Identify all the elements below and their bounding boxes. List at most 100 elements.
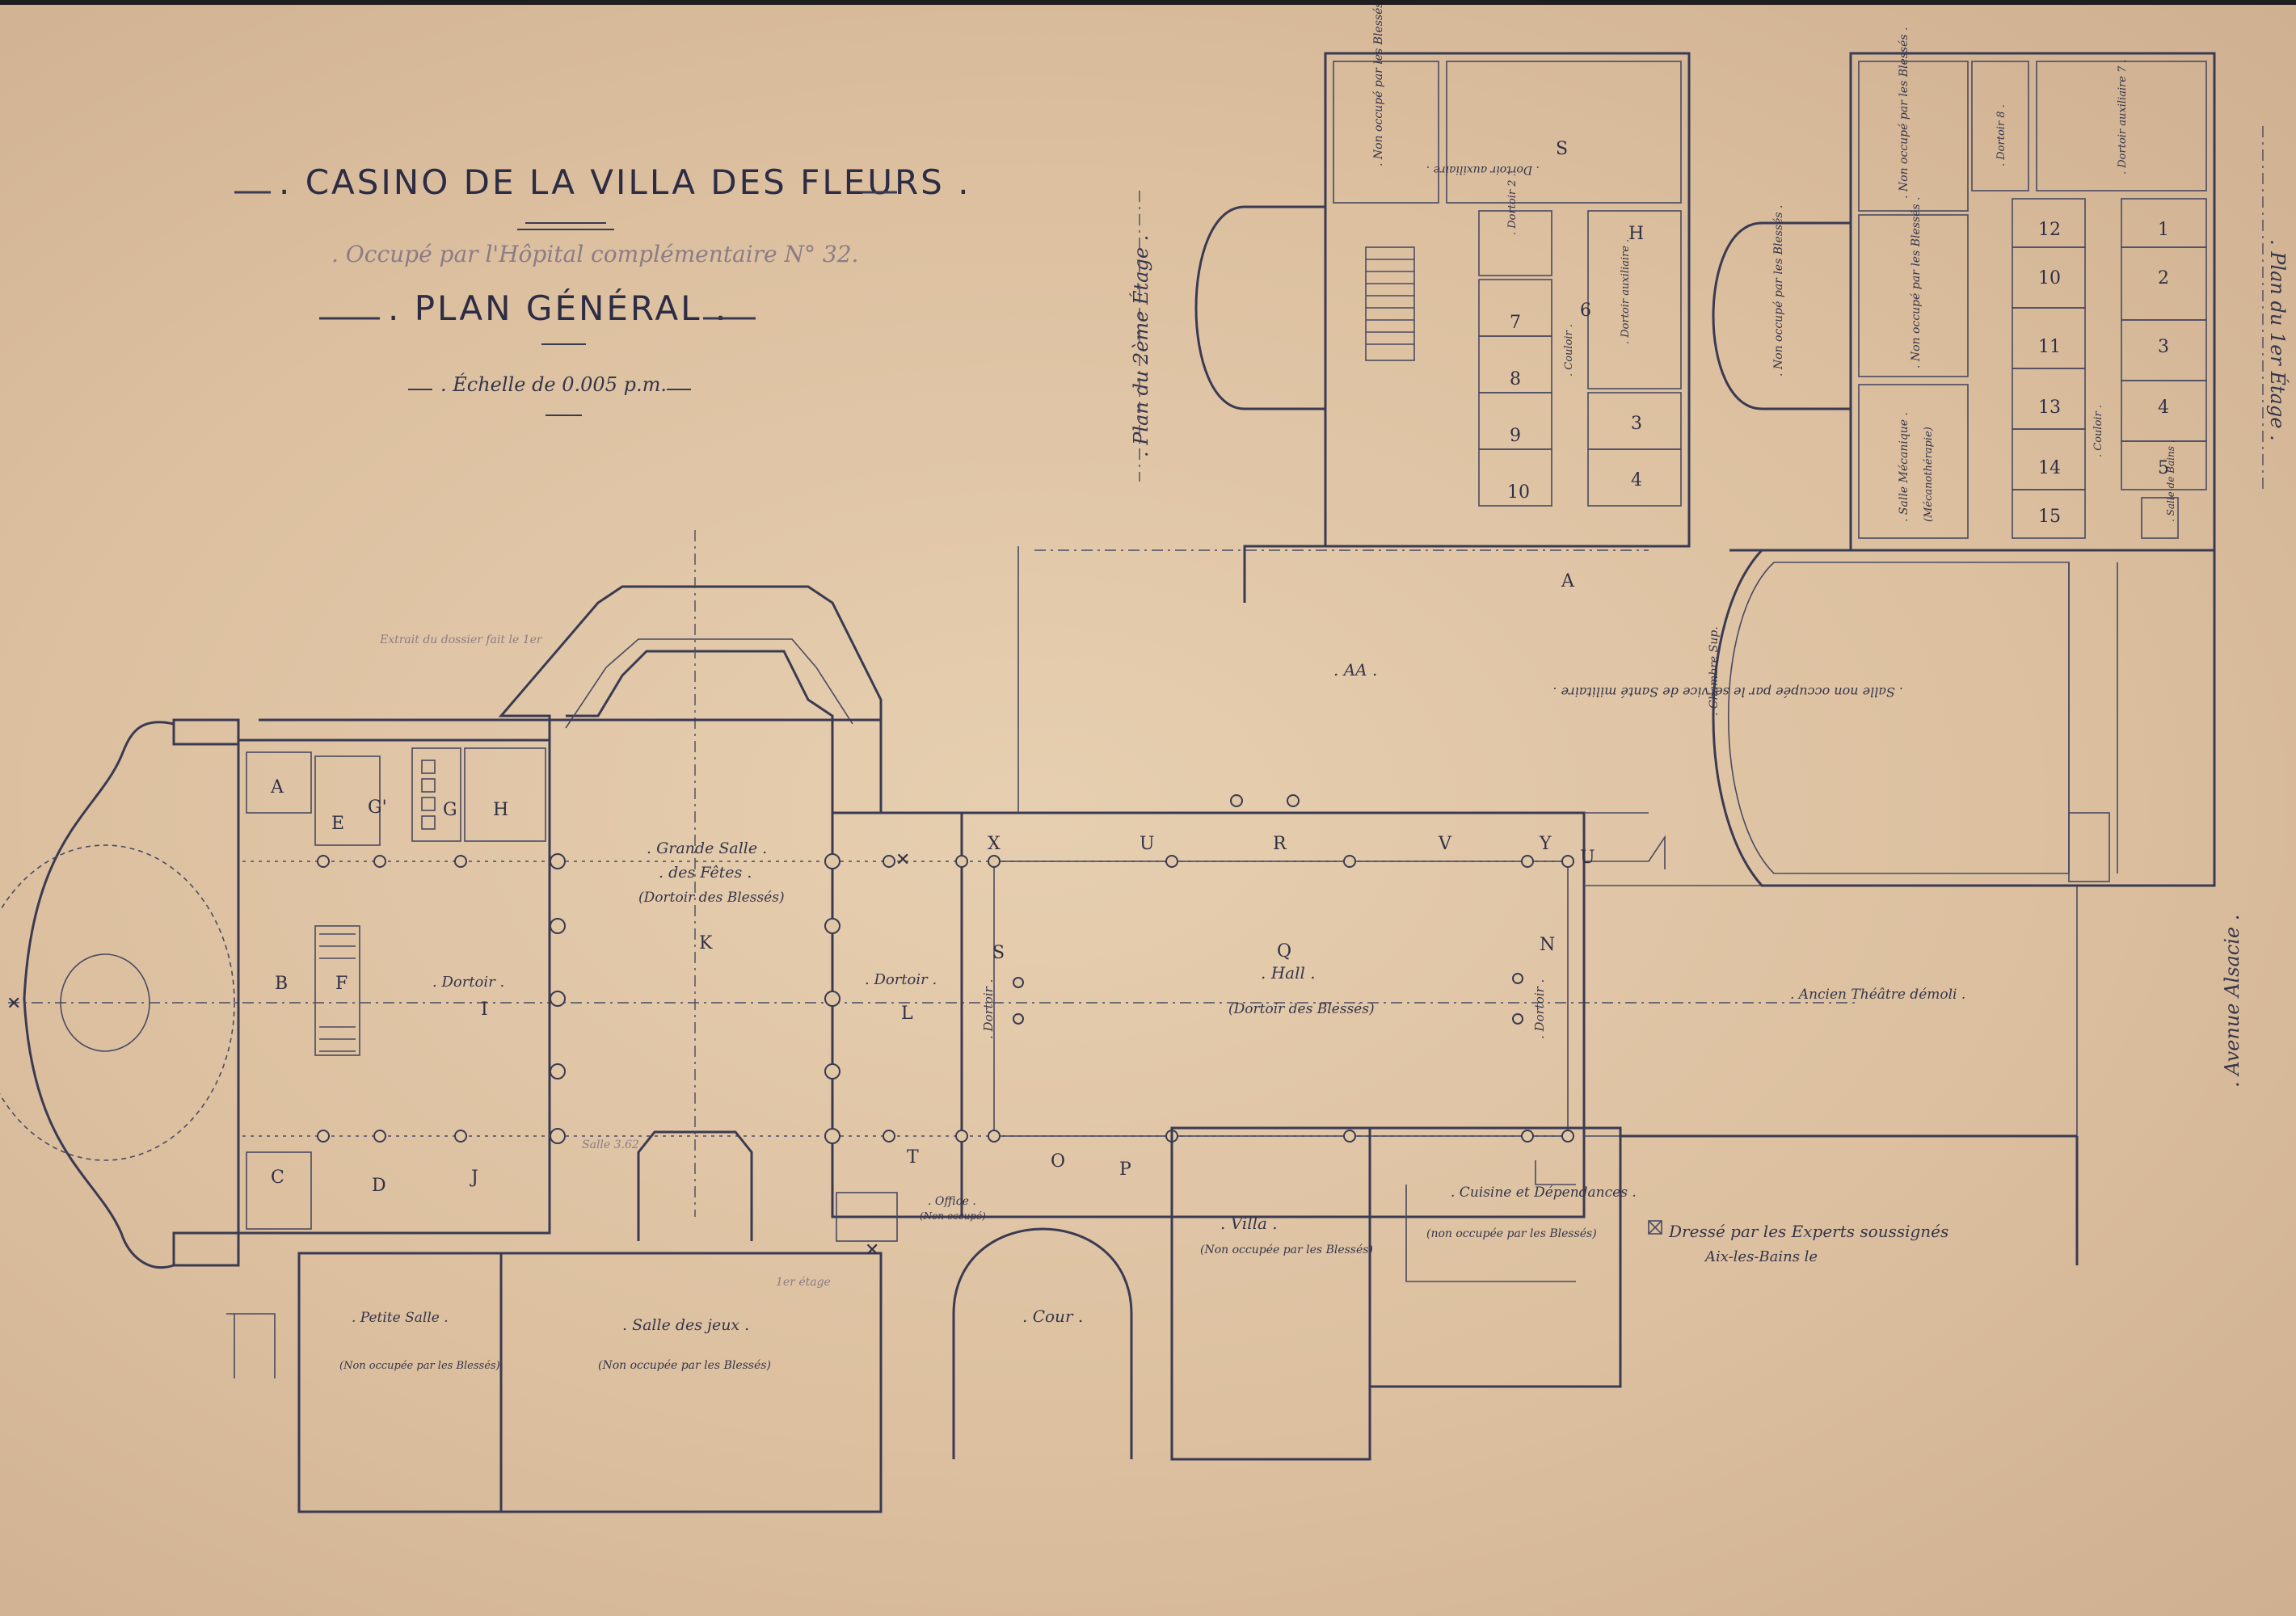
scale-label: . Échelle de 0.005 p.m. bbox=[440, 372, 667, 396]
svg-text:✕: ✕ bbox=[865, 1240, 879, 1260]
office-label: . Office . bbox=[928, 1195, 976, 1208]
cour-outline bbox=[952, 1227, 1133, 1459]
svg-text:S: S bbox=[1556, 139, 1568, 159]
svg-text:13: 13 bbox=[2038, 398, 2061, 418]
svg-text:✕: ✕ bbox=[895, 850, 910, 870]
svg-text:K: K bbox=[699, 933, 713, 953]
svg-text:B: B bbox=[275, 974, 288, 994]
hall-outline bbox=[960, 811, 1586, 1218]
svg-text:G: G bbox=[443, 800, 457, 820]
chambre-sup-label: . Chambre Sup. bbox=[1708, 626, 1721, 716]
svg-text:8: 8 bbox=[1510, 369, 1521, 389]
villa-note: (Non occupée par les Blessés) bbox=[1200, 1244, 1373, 1256]
hall-dortoir-label: (Dortoir des Blessés) bbox=[1228, 1001, 1375, 1017]
grande-salle-outline bbox=[498, 585, 883, 814]
couloir-2-label: . Couloir . bbox=[2092, 405, 2104, 457]
svg-text:N: N bbox=[1540, 935, 1555, 955]
svg-text:11: 11 bbox=[2038, 337, 2061, 357]
avenue-label: . Avenue Alsacie . bbox=[2221, 915, 2243, 1088]
pencil-annotation-3: 1er étage bbox=[776, 1276, 831, 1289]
villa-label: . Villa . bbox=[1220, 1214, 1278, 1233]
svg-text:G': G' bbox=[368, 797, 387, 818]
svg-text:L: L bbox=[901, 1004, 913, 1024]
room-c bbox=[246, 1151, 312, 1230]
svg-text:3: 3 bbox=[2158, 337, 2169, 357]
svg-text:I: I bbox=[481, 999, 488, 1020]
svg-text:D: D bbox=[372, 1176, 386, 1196]
pillars bbox=[317, 794, 1574, 1144]
villa-outline bbox=[1170, 1126, 1371, 1461]
room-h bbox=[464, 747, 546, 842]
svg-text:U: U bbox=[1580, 848, 1595, 868]
upper-theatre-label: . Salle non occupée par le service de Sa… bbox=[1552, 684, 1903, 700]
terrace-outline bbox=[23, 721, 175, 1269]
salle-mecanique-label: . Salle Mécanique . bbox=[1898, 412, 1911, 522]
svg-text:9: 9 bbox=[1510, 426, 1521, 446]
aa-label: . AA . bbox=[1333, 660, 1377, 680]
svg-text:✕: ✕ bbox=[6, 994, 21, 1014]
svg-text:C: C bbox=[271, 1168, 284, 1188]
svg-text:P: P bbox=[1119, 1159, 1131, 1180]
dortoir-l-label: . Dortoir . bbox=[865, 971, 937, 988]
svg-text:3: 3 bbox=[1631, 414, 1642, 434]
floor-plan-drawing: . CASINO DE LA VILLA DES FLEURS . . Occu… bbox=[0, 5, 2290, 1513]
non-occupe-1: . Non occupé par les Blessés . bbox=[1372, 5, 1385, 166]
cuisine-outline bbox=[1368, 1126, 1622, 1388]
dortoir-n-label: . Dortoir . bbox=[1532, 979, 1547, 1039]
first-floor-label: . Plan du 1er Étage . bbox=[2266, 239, 2290, 441]
svg-text:J: J bbox=[470, 1168, 478, 1188]
cuisine-label: . Cuisine et Dépendances . bbox=[1451, 1185, 1637, 1201]
petite-salle-outline bbox=[297, 1252, 503, 1513]
non-occupe-3: . Non occupé par les Blessés . bbox=[1910, 196, 1923, 368]
svg-text:6: 6 bbox=[1580, 301, 1591, 321]
svg-text:4: 4 bbox=[2158, 398, 2169, 418]
salle-jeux-note: (Non occupée par les Blessés) bbox=[598, 1359, 771, 1372]
svg-text:A: A bbox=[270, 777, 284, 797]
svg-text:U: U bbox=[1140, 834, 1155, 854]
svg-text:4: 4 bbox=[1631, 470, 1642, 490]
petite-salle-label: . Petite Salle . bbox=[352, 1310, 449, 1326]
first-floor-small-rooms bbox=[2012, 198, 2207, 539]
signature-line-1: Dressé par les Experts soussignés bbox=[1668, 1222, 1948, 1241]
salle-bains-label: . Salle de Bains . bbox=[2165, 440, 2176, 522]
non-occupe-4: . Non occupé par les Blessés . bbox=[1772, 204, 1785, 377]
svg-text:2: 2 bbox=[2158, 268, 2169, 288]
second-floor-block bbox=[1324, 52, 1691, 548]
svg-text:14: 14 bbox=[2038, 458, 2061, 478]
dortoir-8-label: . Dortoir 8 . bbox=[1995, 104, 2007, 166]
stage-apse bbox=[637, 1130, 753, 1241]
svg-text:O: O bbox=[1051, 1151, 1065, 1172]
svg-text:T: T bbox=[907, 1147, 919, 1168]
ancien-theatre-label: . Ancien Théâtre démoli . bbox=[1790, 987, 1965, 1003]
non-occupe-2: . Non occupé par les Blessés . bbox=[1898, 27, 1911, 199]
plan-general-title: . PLAN GÉNÉRAL . bbox=[388, 288, 728, 328]
signature-line-2: Aix-les-Bains le bbox=[1704, 1248, 1818, 1265]
dortoir-r2-label: . Dortoir 2 . bbox=[1506, 173, 1519, 235]
svg-text:A: A bbox=[1561, 571, 1575, 591]
second-floor-small-rooms bbox=[1478, 210, 1682, 507]
cuisine-note: (non occupée par les Blessés) bbox=[1426, 1227, 1597, 1240]
svg-text:H: H bbox=[493, 800, 508, 820]
salle-mecanique-note: (Mécanothérapie) bbox=[1923, 427, 1935, 522]
dortoir-h-up-label: . Dortoir auxiliaire . bbox=[1620, 239, 1632, 344]
plan-main-title: . CASINO DE LA VILLA DES FLEURS . bbox=[279, 162, 971, 202]
svg-text:H: H bbox=[1628, 224, 1644, 244]
pencil-annotation-2: Salle 3.62 bbox=[582, 1138, 639, 1151]
salle-jeux-label: . Salle des jeux . bbox=[622, 1316, 749, 1334]
dortoir-s-up-label: . Dortoir auxiliaire . bbox=[1426, 163, 1540, 176]
salle-jeux-outline bbox=[499, 1252, 883, 1513]
second-floor-label: . Plan du 2ème Étage . bbox=[1129, 235, 1152, 457]
svg-text:R: R bbox=[1273, 834, 1287, 854]
svg-text:5: 5 bbox=[2158, 458, 2169, 478]
plan-sheet: . CASINO DE LA VILLA DES FLEURS . . Occu… bbox=[0, 5, 2296, 1616]
svg-text:Y: Y bbox=[1539, 834, 1552, 854]
stair-apse-2nd bbox=[1194, 205, 1325, 410]
svg-text:15: 15 bbox=[2038, 507, 2061, 527]
des-fetes-label: . des Fêtes . bbox=[659, 864, 752, 882]
svg-text:V: V bbox=[1438, 834, 1452, 854]
svg-text:S: S bbox=[992, 943, 1005, 963]
svg-text:X: X bbox=[988, 834, 1001, 854]
pencil-annotation-1: Extrait du dossier fait le 1er bbox=[379, 633, 543, 646]
plan-subtitle: . Occupé par l'Hôpital complémentaire N°… bbox=[331, 241, 858, 267]
dortoir-i-label: . Dortoir . bbox=[432, 974, 504, 991]
